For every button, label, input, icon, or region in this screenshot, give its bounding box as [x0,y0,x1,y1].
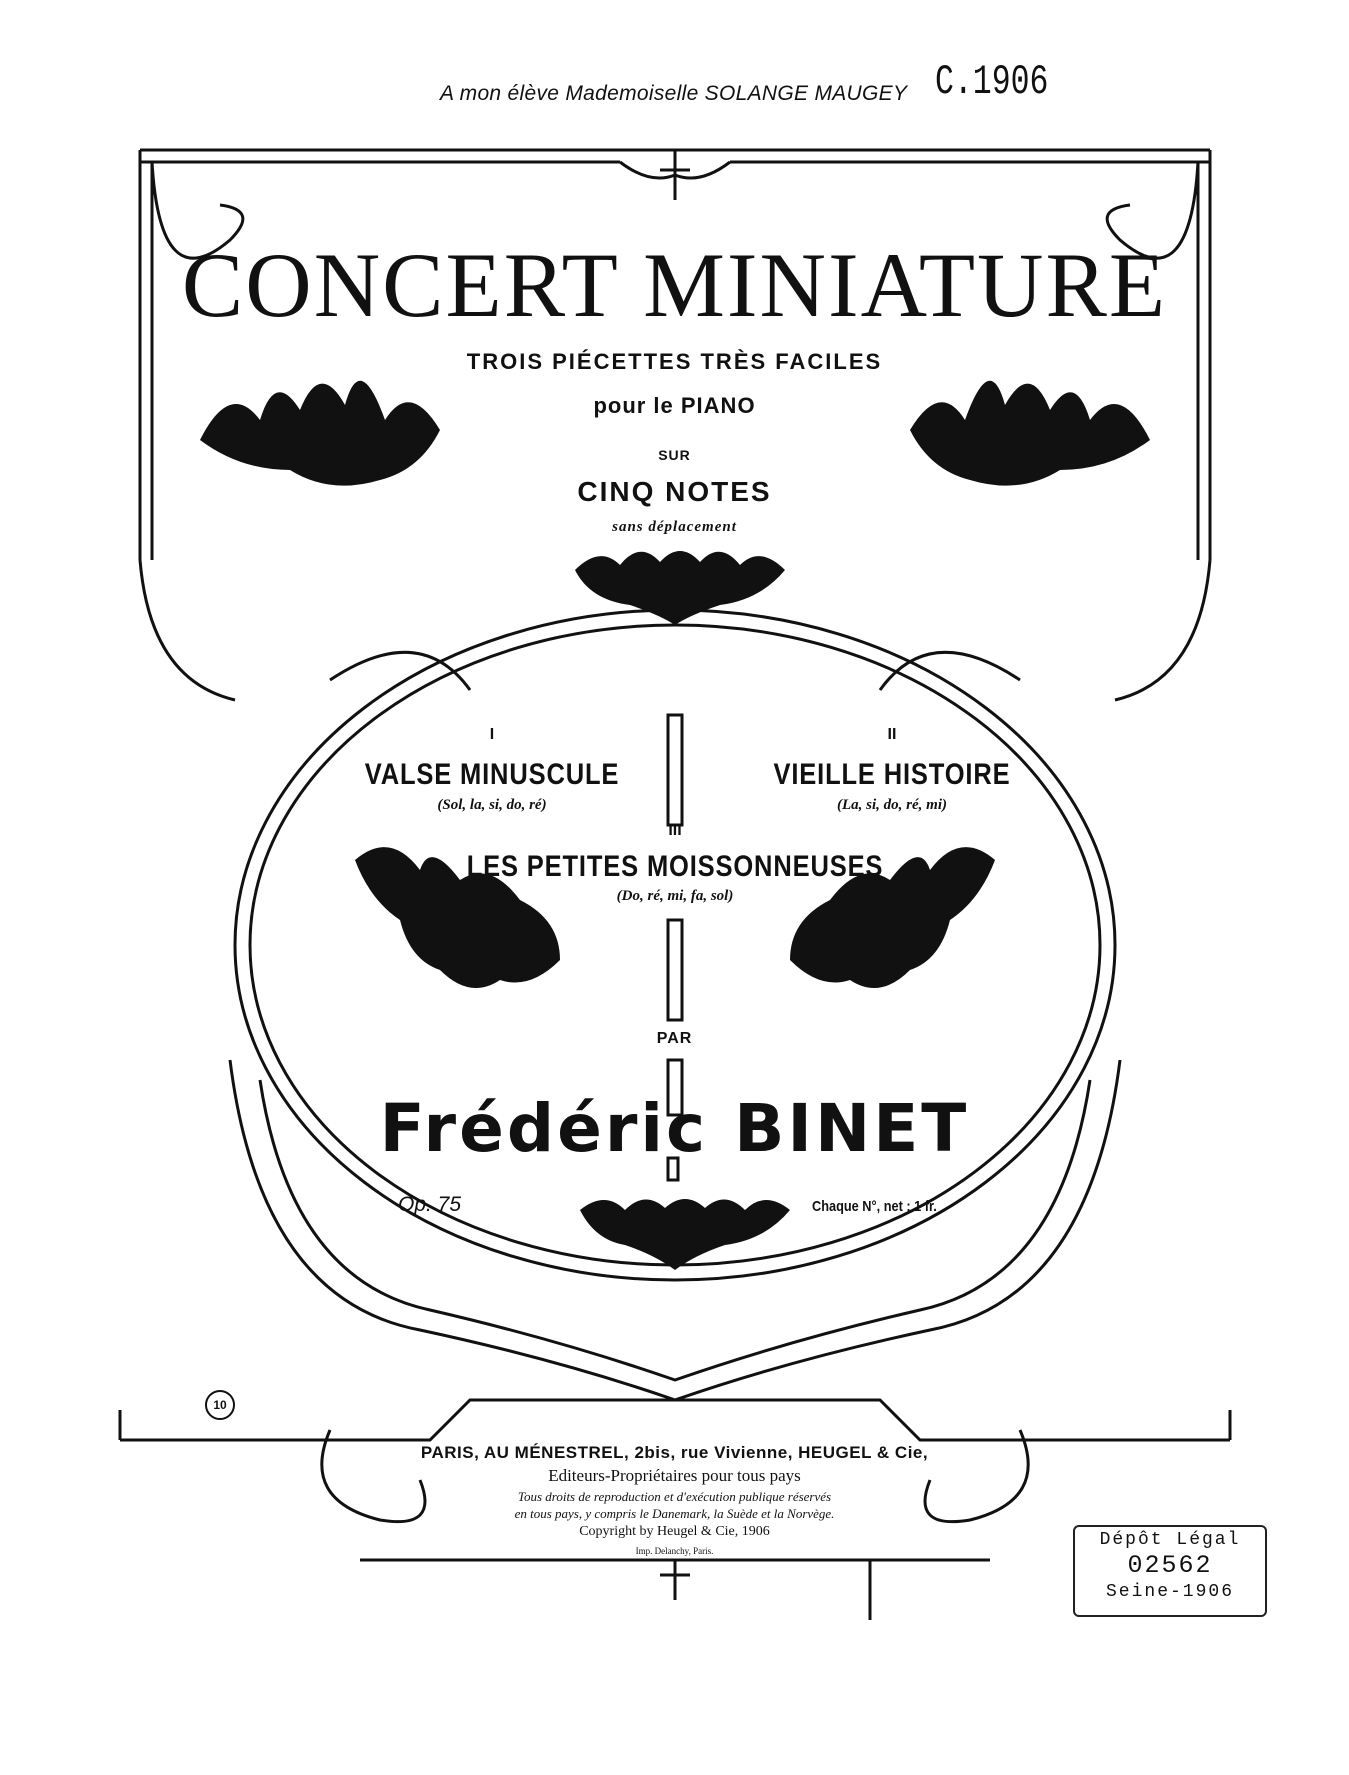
par-label: PAR [656,1030,693,1047]
piece-notes-3: (Do, ré, mi, fa, sol) [616,888,734,904]
cinq-notes-label: CINQ NOTES [577,476,772,507]
piece-number-3: III [668,822,682,839]
composer-name: Frédéric BINET [379,1090,970,1167]
plate-mark: 10 [205,1390,235,1420]
depot-legal-stamp: Dépôt Légal 02562 Seine-1906 [1073,1525,1267,1617]
dedication: A mon élève Mademoiselle SOLANGE MAUGEY [440,82,908,105]
subtitle-trois-piecettes: TROIS PIÉCETTES TRÈS FACILES [466,349,883,374]
piece-title-1: VALSE MINUSCULE [364,758,620,791]
stamp-line-2: 02562 [1127,1551,1213,1580]
piece-number-1: I [489,726,495,743]
publisher-line-4: en tous pays, y compris le Danemark, la … [514,1506,835,1521]
publisher-line-1: PARIS, AU MÉNESTREL, 2bis, rue Vivienne,… [420,1443,929,1462]
piece-title-2: VIEILLE HISTOIRE [773,758,1011,791]
piece-title-3: LES PETITES MOISSONNEUSES [466,850,884,883]
sur-label: SUR [658,447,691,463]
sans-deplacement-label: sans déplacement [612,519,737,535]
copyright-line: Copyright by Heugel & Cie, 1906 [579,1524,770,1539]
stamp-line-1: Dépôt Légal [1099,1530,1241,1550]
publisher-line-2: Editeurs-Propriétaires pour tous pays [548,1466,801,1485]
handwritten-catalog-number: C.1906 [935,58,1049,106]
price-label: Chaque N°, net : 1 fr. [812,1198,937,1215]
piece-notes-1: (Sol, la, si, do, ré) [437,797,547,813]
printer-line: Imp. Delanchy, Paris. [635,1546,714,1556]
publisher-line-3: Tous droits de reproduction et d'exécuti… [517,1489,832,1504]
piece-number-2: II [887,726,897,743]
subtitle-pour-le-piano: pour le PIANO [593,393,756,418]
opus-number: Op. 75 [398,1193,462,1216]
page-title: CONCERT MINIATURE [181,234,1168,336]
piece-notes-2: (La, si, do, ré, mi) [837,797,947,813]
stamp-line-3: Seine-1906 [1105,1582,1235,1602]
